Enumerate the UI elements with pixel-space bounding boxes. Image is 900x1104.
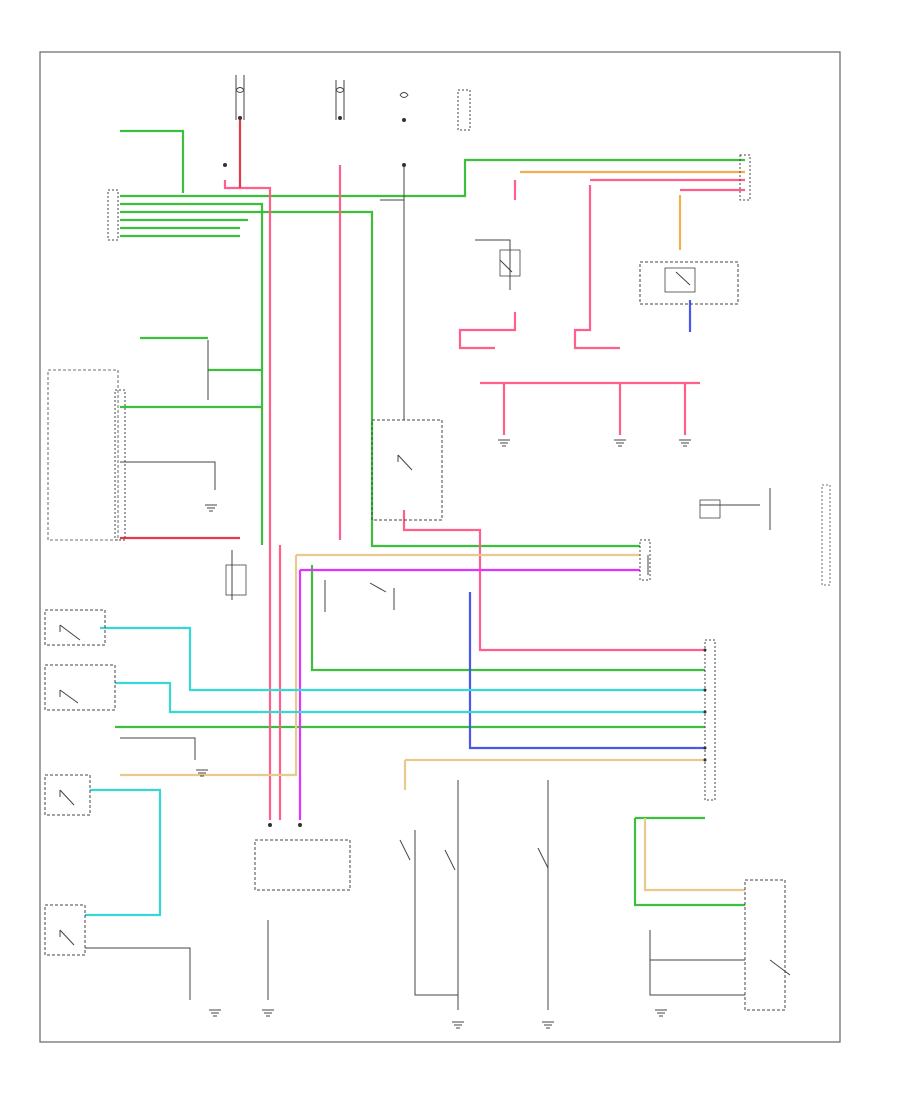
wire-black <box>475 239 511 290</box>
ground-icon <box>614 439 626 447</box>
component-box <box>254 839 351 891</box>
wire-black <box>120 461 216 490</box>
ground-icon <box>679 439 691 447</box>
connector-icon <box>338 116 342 120</box>
switch-icon <box>499 259 513 273</box>
component-box <box>704 639 716 801</box>
switch-icon <box>537 847 549 869</box>
component-box <box>44 664 116 711</box>
relay-icon <box>664 267 696 293</box>
ground-icon <box>209 1009 221 1017</box>
wire-tan <box>120 555 298 777</box>
component-box <box>107 189 119 241</box>
relay-icon <box>225 564 247 596</box>
connector-icon <box>268 823 272 827</box>
component-box <box>114 389 126 541</box>
connector-icon <box>402 163 406 167</box>
wire-black <box>649 930 745 996</box>
wire-green <box>633 818 745 907</box>
component-box <box>821 484 831 586</box>
switch-icon <box>675 271 691 286</box>
wire-cyan <box>85 788 162 917</box>
component-box <box>639 539 651 581</box>
relay-icon <box>499 249 521 277</box>
diagram-border <box>39 51 841 1043</box>
switch-icon <box>59 789 75 806</box>
ground-icon <box>542 1021 554 1029</box>
wire-black <box>414 830 458 996</box>
connector-icon <box>703 710 707 714</box>
wire-cyan <box>115 681 705 714</box>
connector-icon <box>703 758 707 762</box>
fuse-icon <box>335 87 345 93</box>
ground-icon <box>452 1021 464 1029</box>
component-box <box>44 774 91 816</box>
switch-icon <box>399 839 411 861</box>
black-wire-group <box>85 165 771 1010</box>
relay-icon <box>699 499 721 519</box>
wire-green <box>120 202 264 545</box>
connector-icon <box>703 746 707 750</box>
wire-pink <box>402 510 705 652</box>
fuse-icon <box>235 87 245 93</box>
switch-icon <box>444 849 456 871</box>
wire-group <box>85 120 745 917</box>
wire-blue <box>468 592 705 750</box>
switch-icon <box>59 624 81 641</box>
fuse-group <box>235 75 409 120</box>
switch-icon <box>769 959 791 976</box>
wire-black <box>85 947 191 1000</box>
switch-group <box>59 259 791 976</box>
fuse-icon <box>235 75 245 120</box>
ground-icon <box>262 1009 274 1017</box>
wire-green <box>120 210 640 548</box>
component-box <box>744 879 786 1011</box>
component-box <box>739 154 751 201</box>
wire-green <box>310 565 705 672</box>
ground-icon <box>196 769 208 777</box>
ground-group <box>196 439 691 1029</box>
component-box <box>44 904 86 956</box>
ground-icon <box>205 504 217 512</box>
wire-cyan <box>100 626 705 692</box>
component-box <box>457 89 471 131</box>
connector-icon <box>703 688 707 692</box>
switch-icon <box>59 929 75 946</box>
ground-icon <box>498 439 510 447</box>
switch-icon <box>59 689 79 704</box>
relay-group <box>225 249 721 596</box>
wire-tan <box>643 818 745 892</box>
switch-icon <box>369 582 387 593</box>
component-box <box>371 419 443 521</box>
wire-green <box>120 158 745 198</box>
ground-icon <box>655 1009 667 1017</box>
connector-icon <box>703 648 707 652</box>
fuse-icon <box>399 92 409 98</box>
connector-icon <box>402 118 406 122</box>
wire-green <box>120 129 185 193</box>
component-group <box>44 89 831 1011</box>
connector-icon <box>223 163 227 167</box>
wire-black <box>120 737 196 760</box>
component-box <box>44 609 106 646</box>
component-box <box>47 369 119 541</box>
wire-pink <box>458 312 517 350</box>
connector-icon <box>298 823 302 827</box>
connector-icon <box>238 116 242 120</box>
wire-pink <box>573 185 620 350</box>
connector-group <box>223 116 707 827</box>
fuse-icon <box>335 80 345 120</box>
wire-pink <box>223 180 272 820</box>
switch-icon <box>397 454 413 471</box>
